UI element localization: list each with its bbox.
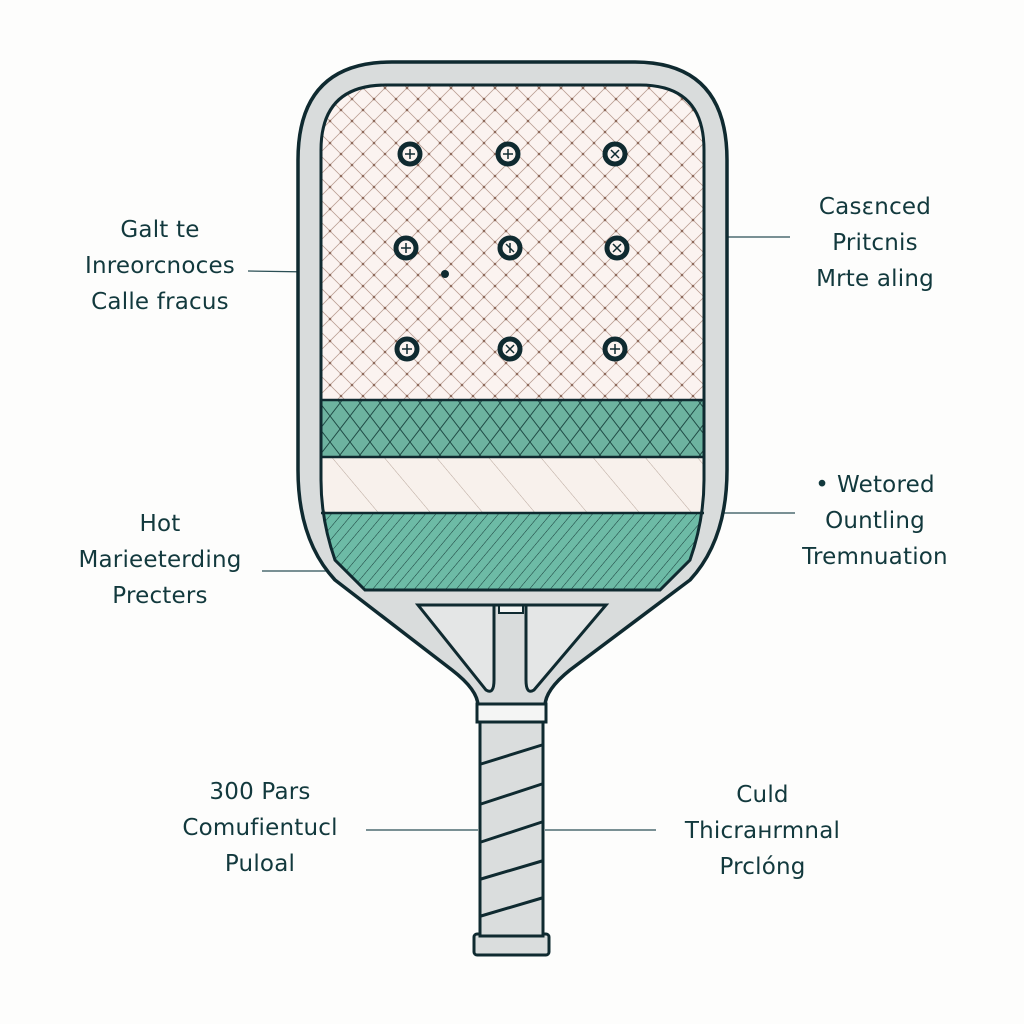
label-line: Tremnuation (802, 544, 948, 570)
label-line: Pritcnis (832, 230, 918, 256)
screws (393, 141, 630, 362)
label-line: Comufientucl (182, 815, 338, 841)
label-line: Casεnced (818, 194, 932, 220)
label-line: Ountling (825, 508, 925, 534)
screw-icon (393, 235, 419, 261)
label-line: Culd (736, 782, 789, 808)
label-line: •Wetored (815, 472, 935, 498)
label-line: Prclóng (719, 854, 806, 880)
label-line: Inreorcnoces (85, 253, 235, 279)
label-line: 300 Pars (209, 779, 311, 805)
screw-icon (497, 336, 523, 362)
label-mid-left: Hot Marieeterding Precters (50, 506, 270, 614)
screw-icon (397, 141, 423, 167)
screw-icon (394, 336, 420, 362)
label-line: Marieeterding (78, 547, 242, 573)
throat-left-cutout (414, 603, 496, 693)
label-bottom-right: Culd Thicrанrmnal Prclóng (665, 777, 860, 885)
label-line: Mrte aling (816, 266, 934, 292)
leader-dot-icon (441, 270, 449, 278)
label-line: Precters (112, 583, 208, 609)
label-top-right: Casεnced Pritcnis Mrte aling (790, 189, 960, 297)
label-line: Hot (139, 511, 181, 537)
handle-collar (475, 702, 548, 724)
label-mid-right: •Wetored Ountling Tremnuation (785, 467, 965, 575)
label-line: Galt te (120, 217, 200, 243)
handle-grip (478, 718, 545, 938)
label-bottom-left: 300 Pars Comufientucl Puloal (160, 774, 360, 882)
label-line: Calle fracus (91, 289, 229, 315)
label-line: Thicrанrmnal (684, 818, 841, 844)
screw-icon (602, 336, 628, 362)
label-line: Puloal (224, 851, 296, 877)
screw-icon (602, 141, 628, 167)
label-top-left: Galt te Inreorcnoces Calle fracus (60, 212, 260, 320)
screw-icon (604, 235, 630, 261)
throat-right-cutout (524, 603, 610, 693)
screw-icon (495, 141, 521, 167)
bullet-icon: • (815, 472, 830, 498)
screw-icon (497, 235, 523, 261)
